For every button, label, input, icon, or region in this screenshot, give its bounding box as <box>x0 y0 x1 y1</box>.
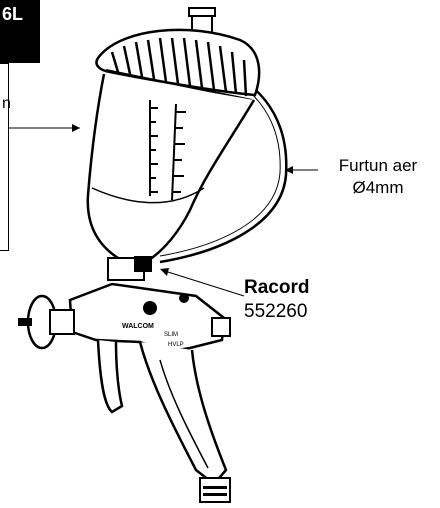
fitting-label: Racord 552260 <box>244 276 309 324</box>
paint-cup <box>86 73 256 264</box>
cup-shoulder-line <box>91 187 205 204</box>
cup-scale-right <box>171 103 186 201</box>
hose-label-line1: Furtun aer <box>338 156 418 175</box>
fitting-leader-arrow <box>160 268 169 276</box>
capacity-tag: 6L <box>0 0 40 63</box>
hose-label: Furtun aer Ø4mm <box>316 155 440 199</box>
fluid-knob <box>211 317 231 337</box>
capacity-tag-text: 6L <box>2 4 24 24</box>
gun-screw <box>143 301 157 315</box>
gun-sub-marking: HVLP <box>168 342 184 348</box>
gun-handle <box>138 341 228 486</box>
air-fitting <box>134 256 152 272</box>
fitting-leader-line <box>167 271 245 297</box>
air-inlet-thread-1 <box>203 486 227 489</box>
air-inlet <box>199 477 231 503</box>
cup-leader-arrow <box>72 124 80 132</box>
gun-screw-top <box>179 293 189 303</box>
lid-rim <box>105 69 253 101</box>
gun-model-marking: SLIM <box>164 332 178 338</box>
left-frame <box>0 63 9 251</box>
air-inlet-thread-2 <box>203 493 227 496</box>
fitting-code: 552260 <box>244 301 308 322</box>
handle-groove <box>159 359 209 469</box>
fitting-name: Racord <box>244 277 310 298</box>
gun-brand-marking: WALCOM <box>122 323 154 330</box>
air-cap-horn <box>18 318 32 326</box>
lid-ribs <box>110 37 248 97</box>
hose-leader-arrow <box>285 166 293 174</box>
cup-scale-left <box>149 100 158 196</box>
left-fragment-label: n <box>2 95 11 112</box>
trigger <box>96 339 124 414</box>
hose-label-line2: Ø4mm <box>352 178 404 197</box>
vent-cap <box>188 7 216 17</box>
gun-body <box>68 282 226 354</box>
nozzle-ring <box>49 309 75 335</box>
